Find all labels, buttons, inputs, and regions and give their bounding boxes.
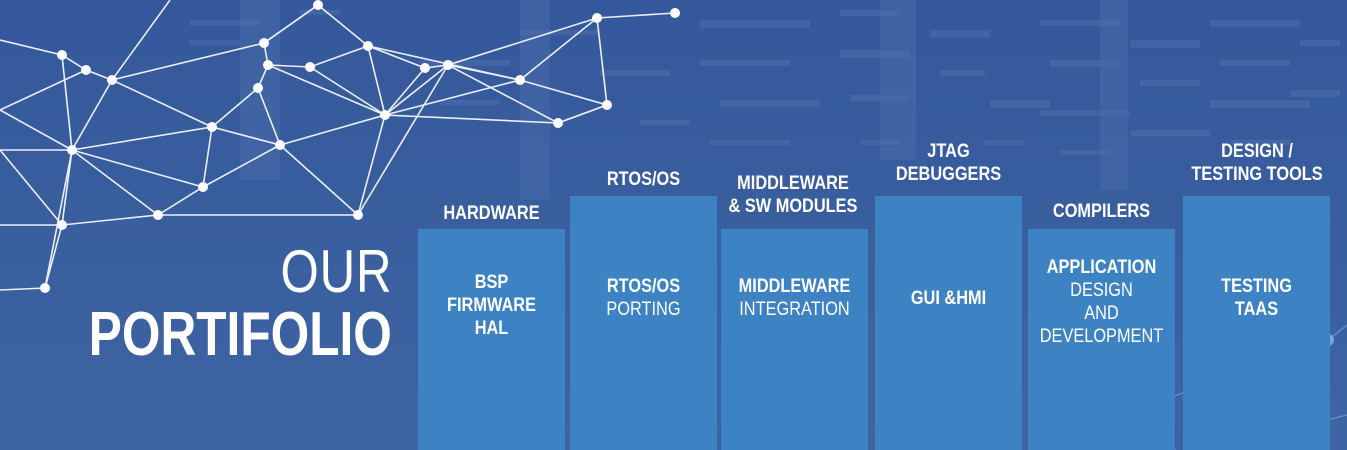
title-portfolio: PORTIFOLIO bbox=[88, 300, 392, 369]
column-text-normal: DESIGN AND DEVELOPMENT bbox=[1039, 280, 1164, 347]
column-heading-compilers: COMPILERS bbox=[1052, 201, 1151, 222]
column-heading-hardware: HARDWARE bbox=[443, 203, 540, 224]
column-heading-rtos: RTOS/OS bbox=[606, 169, 681, 190]
column-box-hardware: BSP FIRMWARE HAL bbox=[418, 229, 565, 450]
column-box-rtos: RTOS/OS PORTING bbox=[570, 196, 717, 450]
column-box-middleware: MIDDLEWARE INTEGRATION bbox=[721, 229, 868, 450]
column-text-bold: GUI &HMI bbox=[910, 288, 987, 309]
column-heading-jtag: JTAG DEBUGGERS bbox=[895, 141, 1002, 185]
title-our: OUR bbox=[280, 238, 392, 305]
column-text-bold: TESTING TAAS bbox=[1221, 276, 1292, 320]
column-text-normal: PORTING bbox=[606, 299, 681, 320]
column-box-design-testing: TESTING TAAS bbox=[1183, 196, 1330, 450]
column-heading-design-testing: DESIGN / TESTING TOOLS bbox=[1191, 141, 1323, 185]
column-text-bold: RTOS/OS bbox=[606, 276, 681, 297]
column-box-jtag: GUI &HMI bbox=[875, 196, 1022, 450]
column-text-bold: BSP FIRMWARE HAL bbox=[447, 272, 536, 339]
column-heading-middleware: MIDDLEWARE & SW MODULES bbox=[728, 173, 858, 217]
column-box-compilers: APPLICATION DESIGN AND DEVELOPMENT bbox=[1028, 229, 1175, 450]
column-text-bold: MIDDLEWARE bbox=[738, 276, 851, 297]
column-text-bold: APPLICATION bbox=[1046, 257, 1157, 278]
column-text-normal: INTEGRATION bbox=[739, 299, 850, 320]
